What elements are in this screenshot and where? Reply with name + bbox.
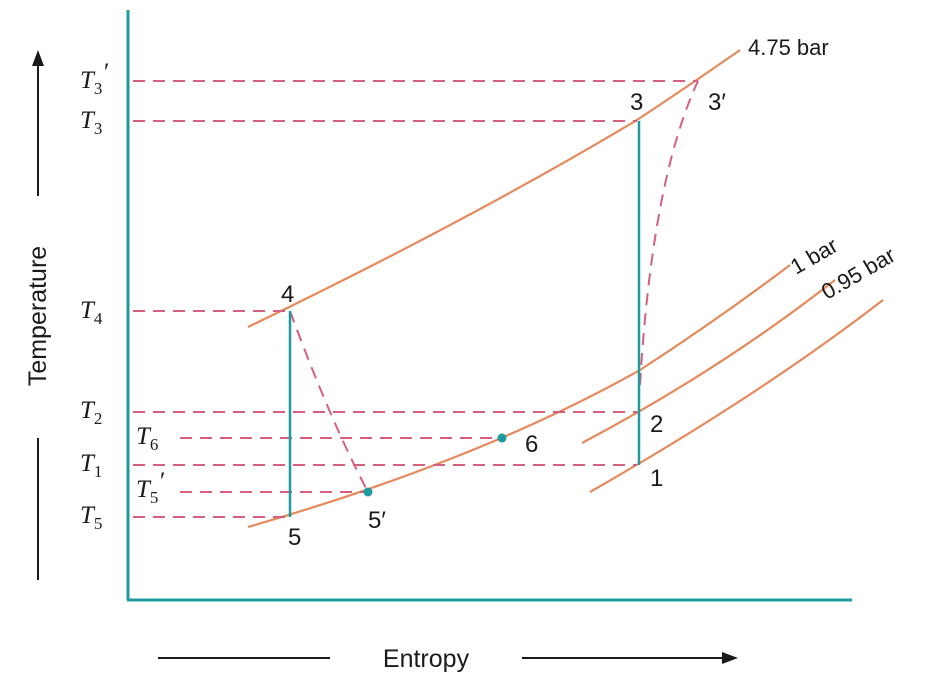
temperature-dashed-lines [133,80,698,518]
y-axis-arrow [32,50,44,580]
point-label-5: 5 [288,524,301,551]
temp-label-t3: T3 [80,107,102,138]
temp-label-t6: T6 [136,423,158,454]
point-label-3: 3 [630,89,643,116]
isobar-low [589,299,884,493]
point-6-dot [497,433,507,443]
x-axis-label: Entropy [383,645,470,673]
temp-label-t1: T1 [80,450,102,481]
temp-label-t5: T5 [80,502,102,533]
point-label-6: 6 [525,431,538,458]
arrow-right-icon [722,652,738,664]
point-5p-dot [363,487,373,497]
point-label-3p: 3′ [708,89,726,116]
temp-label-t5p: T5′ [136,468,164,507]
pressure-label-high: 4.75 bar [748,35,829,60]
process-dashed-2-3p [639,80,699,386]
temp-label-t4: T4 [80,297,103,328]
point-label-4: 4 [281,281,294,308]
temp-label-t3p: T3′ [80,59,108,98]
point-label-5p: 5′ [368,507,386,534]
point-label-2: 2 [650,411,663,438]
arrow-up-icon [32,50,44,66]
process-dashed-4-5p [289,310,369,493]
isobar-mid-left [247,264,791,529]
isobar-mid-right [581,279,836,444]
temp-label-t2: T2 [80,397,102,428]
point-label-1: 1 [650,465,663,492]
isobar-high [247,49,741,328]
y-axis-label: Temperature [24,246,52,386]
x-axis-arrow [158,652,738,664]
